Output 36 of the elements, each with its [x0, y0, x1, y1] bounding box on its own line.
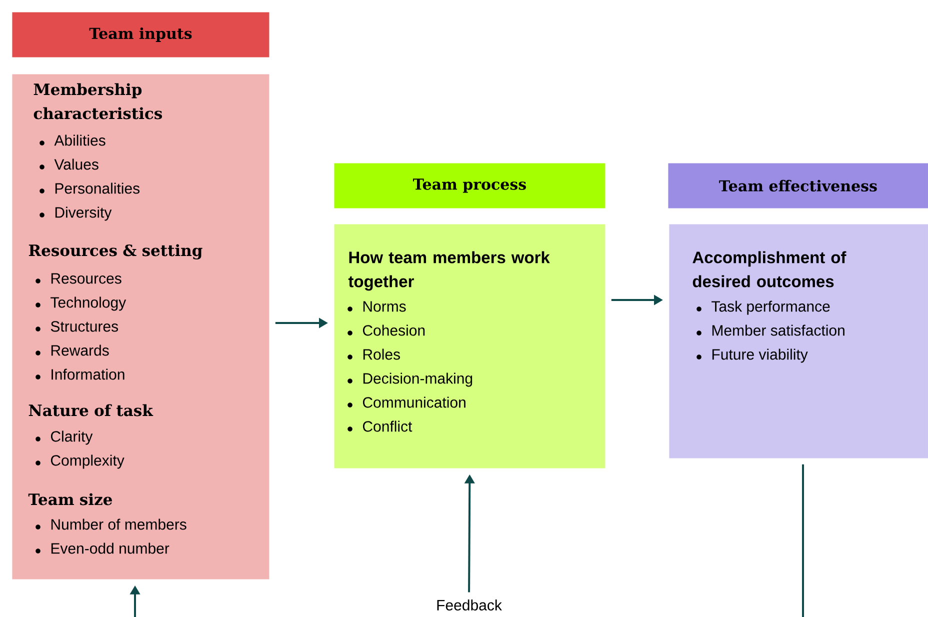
bullet-item: Values — [40, 158, 98, 170]
bullet-item: Technology — [36, 296, 126, 311]
connector-line — [802, 464, 804, 617]
bullet-item: Cohesion — [348, 324, 425, 336]
bullet-item: Roles — [348, 348, 400, 360]
section-heading: Resources & setting — [28, 244, 202, 260]
section-heading: How team members work together — [348, 251, 550, 291]
content-box — [12, 74, 270, 580]
heading-bar: Team effectiveness — [668, 163, 928, 208]
section-heading: Nature of task — [28, 404, 154, 416]
section-heading: Membership characteristics — [34, 83, 162, 120]
bullet-item: Personalities — [40, 182, 140, 194]
bullet-item: Complexity — [36, 454, 124, 469]
heading-bar: Team process — [334, 163, 606, 208]
bullet-item: Communication — [348, 396, 466, 408]
bullet-item: Structures — [36, 321, 118, 332]
content-box — [669, 224, 928, 458]
section-heading: Accomplishment of desired outcomes — [692, 251, 846, 288]
bullet-item: Future viability — [696, 348, 808, 363]
heading-bar: Team inputs — [12, 12, 270, 58]
content-box — [334, 224, 606, 468]
bullet-item: Even-odd number — [36, 542, 170, 554]
bullet-item: Norms — [348, 301, 406, 312]
section-heading: Team size — [28, 493, 112, 506]
bullet-item: Number of members — [36, 518, 186, 530]
bullet-item: Clarity — [36, 430, 93, 445]
bullet-item: Resources — [36, 273, 122, 284]
bullet-item: Member satisfaction — [696, 324, 844, 336]
bullet-item: Rewards — [36, 344, 109, 356]
bullet-item: Task performance — [696, 300, 830, 315]
feedback-label: Feedback — [437, 599, 502, 610]
bullet-item: Abilities — [40, 134, 106, 146]
bullet-item: Diversity — [40, 206, 112, 221]
bullet-item: Information — [36, 368, 124, 380]
bullet-item: Decision-making — [348, 372, 472, 387]
bullet-item: Conflict — [348, 420, 412, 432]
